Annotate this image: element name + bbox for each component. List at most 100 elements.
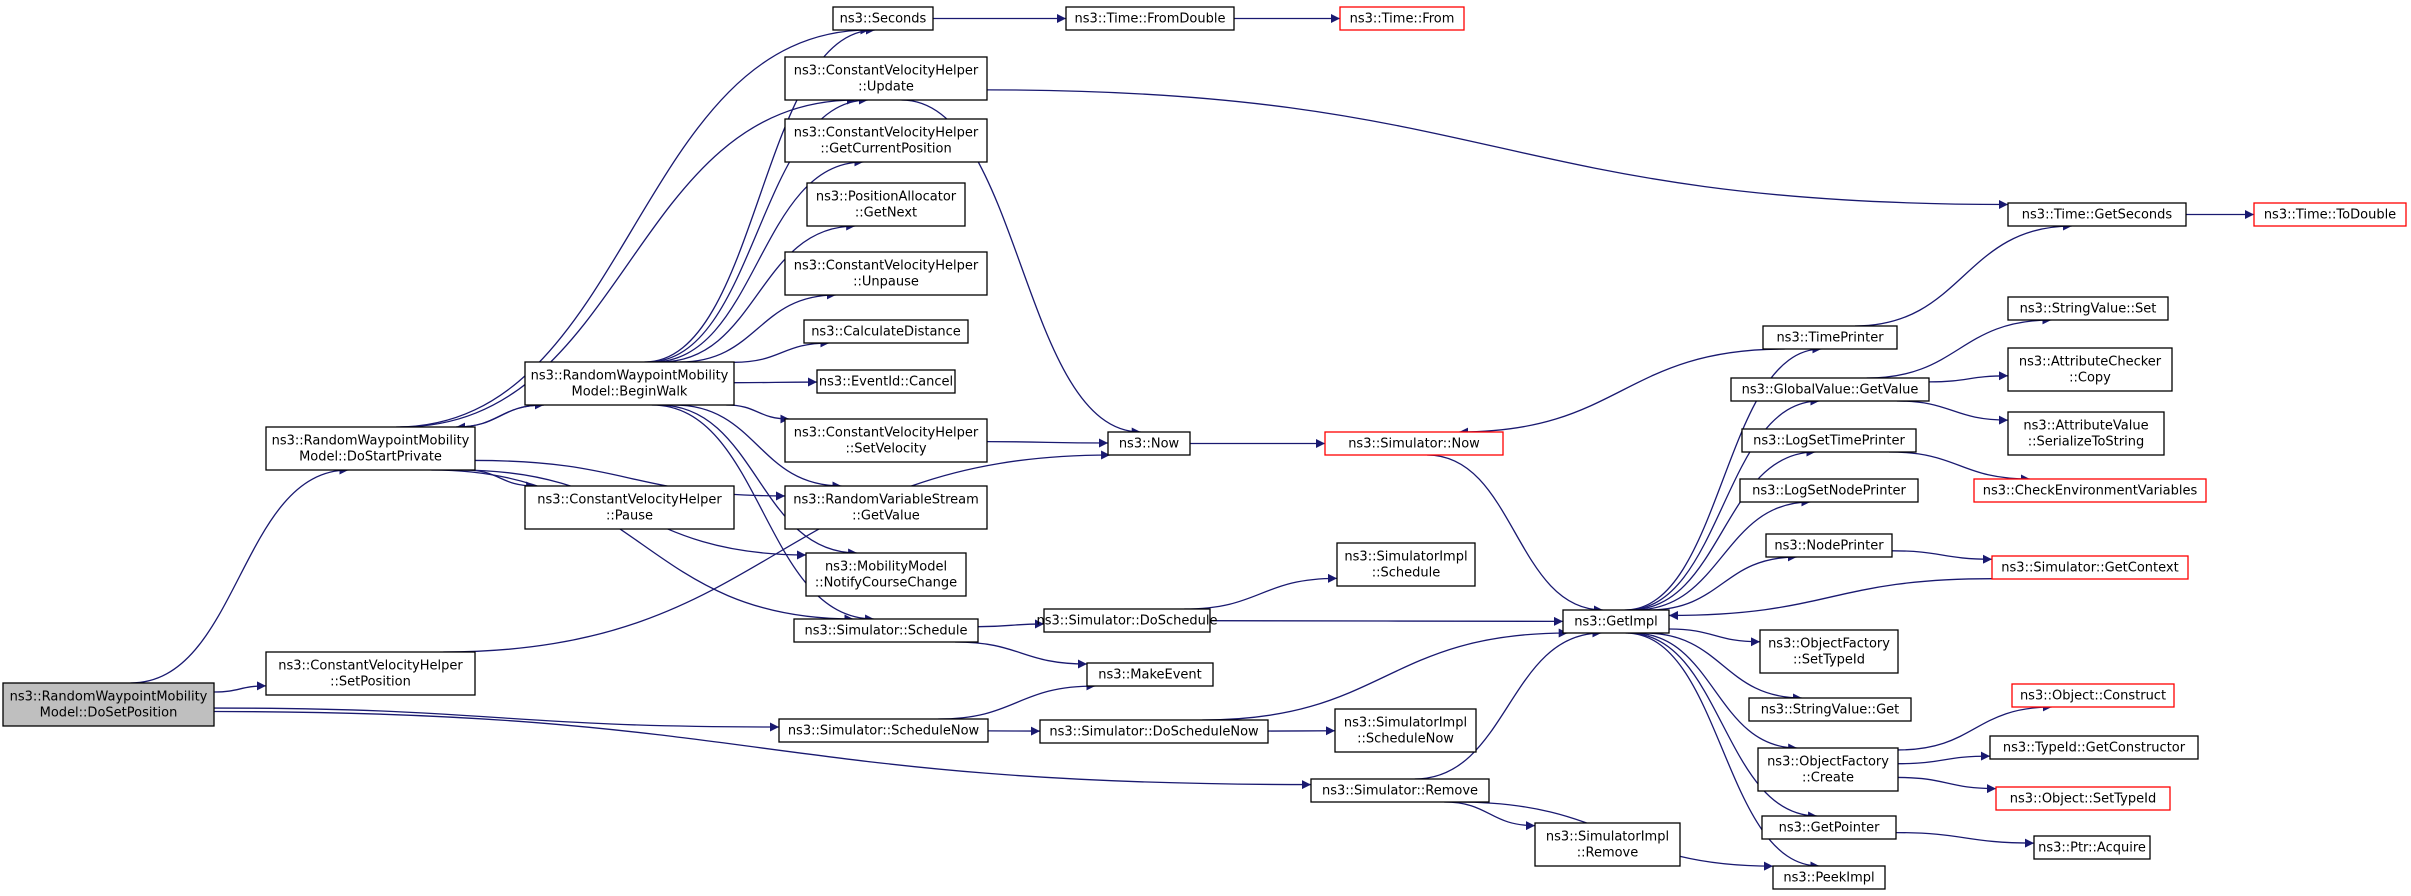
node-logsetnodeprinter[interactable]: ns3::LogSetNodePrinter bbox=[1739, 478, 1919, 503]
node-globalvalue_getvalue[interactable]: ns3::GlobalValue::GetValue bbox=[1730, 377, 1930, 402]
node-label: ::GetValue bbox=[852, 509, 920, 524]
edge-line bbox=[986, 438, 1109, 448]
node-getpointer[interactable]: ns3::GetPointer bbox=[1761, 815, 1897, 840]
node-rvs_getvalue[interactable]: ns3::RandomVariableStream::GetValue bbox=[784, 485, 988, 530]
node-box bbox=[816, 369, 956, 394]
node-eventid_cancel[interactable]: ns3::EventId::Cancel bbox=[816, 369, 956, 394]
node-object_settypeid[interactable]: ns3::Object::SetTypeId bbox=[1995, 786, 2171, 811]
node-label: ns3::Time::ToDouble bbox=[2264, 208, 2396, 223]
node-label: ns3::EventId::Cancel bbox=[819, 375, 953, 390]
node-schedulenow[interactable]: ns3::Simulator::ScheduleNow bbox=[778, 718, 989, 743]
edge-beginwalk-to-cvh_getcurrentposition bbox=[652, 157, 864, 363]
node-makeevent[interactable]: ns3::MakeEvent bbox=[1086, 662, 1214, 687]
node-sim_remove[interactable]: ns3::Simulator::Remove bbox=[1310, 778, 1490, 803]
node-label: ns3::StringValue::Get bbox=[1761, 703, 1899, 718]
node-sim_now[interactable]: ns3::Simulator::Now bbox=[1324, 431, 1504, 456]
node-label: ::Update bbox=[858, 80, 914, 95]
node-label: ns3::Object::Construct bbox=[2020, 689, 2166, 704]
node-box bbox=[1995, 786, 2171, 811]
node-attributevalue_serialize[interactable]: ns3::AttributeValue::SerializeToString bbox=[2007, 411, 2165, 456]
node-time_todouble[interactable]: ns3::Time::ToDouble bbox=[2253, 202, 2407, 227]
node-sim_schedule[interactable]: ns3::Simulator::Schedule bbox=[793, 618, 979, 643]
node-time_fromdouble[interactable]: ns3::Time::FromDouble bbox=[1065, 6, 1235, 31]
node-label: ::SetTypeId bbox=[1793, 653, 1865, 668]
node-dostartprivate[interactable]: ns3::RandomWaypointMobilityModel::DoStar… bbox=[265, 426, 476, 471]
node-sim_doschedule[interactable]: ns3::Simulator::DoSchedule bbox=[1036, 608, 1218, 633]
node-label: ::ScheduleNow bbox=[1357, 732, 1454, 747]
node-label: ns3::GetImpl bbox=[1574, 615, 1658, 630]
node-getimpl[interactable]: ns3::GetImpl bbox=[1562, 609, 1670, 634]
edge-line bbox=[1625, 632, 1820, 871]
node-cvh_getcurrentposition[interactable]: ns3::ConstantVelocityHelper::GetCurrentP… bbox=[784, 118, 988, 163]
node-beginwalk[interactable]: ns3::RandomWaypointMobilityModel::BeginW… bbox=[524, 361, 735, 406]
node-box bbox=[1762, 325, 1898, 350]
edge-line bbox=[652, 157, 864, 363]
node-box bbox=[524, 485, 735, 530]
node-label: ns3::StringValue::Set bbox=[2020, 302, 2157, 317]
node-cvh_pause[interactable]: ns3::ConstantVelocityHelper::Pause bbox=[524, 485, 735, 530]
edge-line bbox=[1184, 573, 1338, 610]
node-label: Model::DoStartPrivate bbox=[299, 450, 442, 465]
edge-line bbox=[213, 710, 1312, 790]
node-cvh_unpause[interactable]: ns3::ConstantVelocityHelper::Unpause bbox=[784, 251, 988, 296]
node-simimpl_schedule[interactable]: ns3::SimulatorImpl::Schedule bbox=[1336, 542, 1476, 587]
node-objectfactory_settypeid[interactable]: ns3::ObjectFactory::SetTypeId bbox=[1759, 629, 1899, 674]
edge-line bbox=[1891, 550, 1993, 564]
edge-dostartprivate-to-sim_schedule bbox=[431, 469, 854, 624]
node-box bbox=[778, 718, 989, 743]
node-cvh_setposition[interactable]: ns3::ConstantVelocityHelper::SetPosition bbox=[265, 651, 476, 696]
edge-beginwalk-to-cvh_unpause bbox=[679, 290, 836, 363]
edge-line bbox=[1897, 776, 1997, 794]
node-stringvalue_get[interactable]: ns3::StringValue::Get bbox=[1748, 697, 1912, 722]
node-mobility_notify[interactable]: ns3::MobilityModel::NotifyCourseChange bbox=[805, 552, 967, 597]
node-calculatedistance[interactable]: ns3::CalculateDistance bbox=[803, 319, 969, 344]
node-label: ns3::LogSetNodePrinter bbox=[1752, 484, 1906, 499]
node-logsettimeprinter[interactable]: ns3::LogSetTimePrinter bbox=[1741, 428, 1917, 453]
edge-sim_schedule-to-sim_doschedule bbox=[977, 619, 1045, 629]
node-time_from[interactable]: ns3::Time::From bbox=[1339, 6, 1465, 31]
edge-objectfactory_create-to-object_settypeid bbox=[1897, 776, 1997, 794]
node-positionallocator_getnext[interactable]: ns3::PositionAllocator::GetNext bbox=[806, 182, 966, 227]
edge-line bbox=[651, 404, 875, 624]
edge-dosetposition-to-sim_remove bbox=[213, 710, 1312, 790]
node-object_construct[interactable]: ns3::Object::Construct bbox=[2011, 683, 2175, 708]
node-box bbox=[2007, 296, 2169, 321]
node-label: ns3::CalculateDistance bbox=[811, 325, 961, 340]
edge-getimpl-to-logsetnodeprinter bbox=[1634, 497, 1811, 611]
node-timeprinter[interactable]: ns3::TimePrinter bbox=[1762, 325, 1898, 350]
node-cvh_update[interactable]: ns3::ConstantVelocityHelper::Update bbox=[784, 56, 988, 101]
edge-objectfactory_create-to-typeid_getconstructor bbox=[1897, 751, 1991, 765]
node-attributechecker_copy[interactable]: ns3::AttributeChecker::Copy bbox=[2007, 347, 2173, 392]
node-now[interactable]: ns3::Now bbox=[1107, 431, 1191, 456]
edge-line bbox=[1202, 628, 1568, 721]
node-dosetposition[interactable]: ns3::RandomWaypointMobilityModel::DoSetP… bbox=[2, 682, 215, 727]
node-checkenvvars[interactable]: ns3::CheckEnvironmentVariables bbox=[1973, 478, 2207, 503]
node-box bbox=[1730, 377, 1930, 402]
node-box bbox=[806, 182, 966, 227]
node-stringvalue_set[interactable]: ns3::StringValue::Set bbox=[2007, 296, 2169, 321]
edge-getimpl-to-peekimpl bbox=[1625, 632, 1820, 871]
node-seconds[interactable]: ns3::Seconds bbox=[832, 6, 934, 31]
edge-line bbox=[130, 465, 349, 684]
edge-beginwalk-to-cvh_update bbox=[647, 95, 868, 363]
node-sim_doschedulenow[interactable]: ns3::Simulator::DoScheduleNow bbox=[1039, 719, 1269, 744]
edge-line bbox=[1209, 616, 1564, 626]
edge-line bbox=[1897, 702, 2052, 751]
edge-getimpl-to-timeprinter bbox=[1624, 344, 1822, 611]
edge-beginwalk-to-eventid_cancel bbox=[733, 377, 818, 387]
edge-getimpl-to-nodeprinter bbox=[1648, 552, 1797, 611]
node-label: ns3::Simulator::GetContext bbox=[2001, 561, 2178, 576]
node-sim_getcontext[interactable]: ns3::Simulator::GetContext bbox=[1991, 555, 2189, 580]
node-simimpl_remove[interactable]: ns3::SimulatorImpl::Remove bbox=[1534, 822, 1681, 867]
node-ptr_acquire[interactable]: ns3::Ptr::Acquire bbox=[2033, 835, 2151, 860]
node-objectfactory_create[interactable]: ns3::ObjectFactory::Create bbox=[1757, 747, 1899, 792]
node-simimpl_schedulenow[interactable]: ns3::SimulatorImpl::ScheduleNow bbox=[1334, 708, 1477, 753]
edge-line bbox=[679, 290, 836, 363]
node-time_getseconds[interactable]: ns3::Time::GetSeconds bbox=[2007, 202, 2187, 227]
node-peekimpl[interactable]: ns3::PeekImpl bbox=[1772, 865, 1886, 890]
node-label: ns3::AttributeValue bbox=[2023, 419, 2148, 434]
node-typeid_getconstructor[interactable]: ns3::TypeId::GetConstructor bbox=[1989, 735, 2199, 760]
node-box bbox=[1765, 533, 1893, 558]
node-nodeprinter[interactable]: ns3::NodePrinter bbox=[1765, 533, 1893, 558]
node-cvh_setvelocity[interactable]: ns3::ConstantVelocityHelper::SetVelocity bbox=[784, 418, 988, 463]
